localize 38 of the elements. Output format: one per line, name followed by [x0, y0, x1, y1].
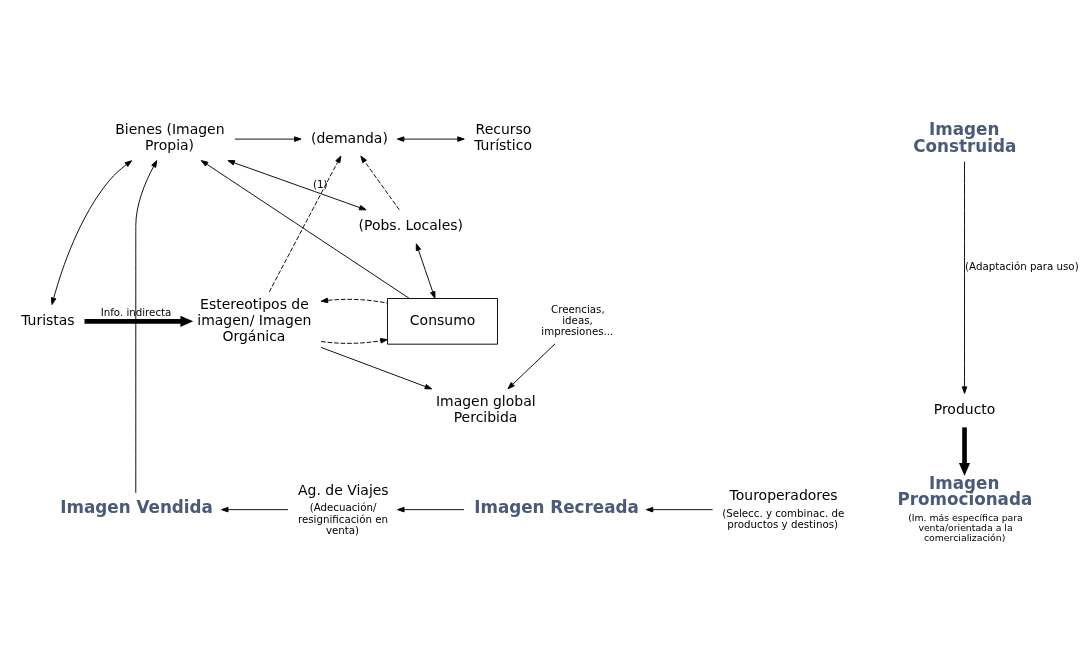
arrow: [200, 160, 410, 299]
node-text: Recurso Turístico: [474, 121, 532, 154]
node-text: Imagen global Percibida: [435, 392, 536, 425]
arrow: [135, 160, 158, 494]
arrow: [320, 346, 433, 390]
arrow: [645, 506, 714, 513]
node-text: (Pobs. Locales): [358, 217, 464, 234]
arrow: [360, 155, 400, 211]
arrow: [221, 506, 289, 513]
node-text: Ag. de Viajes (Adecuación/ resignificación en venta): [298, 481, 389, 536]
arrow: [268, 155, 342, 293]
node-text: Producto: [933, 401, 996, 418]
arrow: [320, 297, 388, 304]
node-text: (demanda): [311, 129, 388, 146]
node-text: Imagen Recreada: [474, 496, 639, 517]
node-text: Estereotipos de imagen/ Imagen Orgánica: [197, 296, 312, 344]
node-text: Imagen Vendida: [60, 496, 213, 517]
node-text: Bienes (Imagen Propia): [115, 121, 225, 154]
node-text: Touroperadores (Selecc. y combinac. de productos y destinos): [722, 487, 845, 531]
edge-label: (Adaptación para uso): [965, 260, 1079, 273]
edge-label: (1): [313, 178, 328, 191]
arrow: [507, 343, 556, 390]
arrow: [958, 427, 971, 476]
arrow: [397, 506, 465, 513]
arrow: [415, 243, 436, 299]
arrow: [320, 338, 388, 344]
node-box: Consumo: [387, 298, 498, 345]
arrow: [234, 136, 302, 142]
arrow: [396, 136, 465, 142]
arrow: [961, 161, 968, 394]
node-text: Turistas: [21, 312, 75, 329]
node-text: Creencias, ideas, impresiones...: [541, 302, 614, 338]
node-text: Imagen Construida: [913, 118, 1017, 156]
arrow: [50, 160, 133, 305]
node-label: (Im. más específica para venta/orientada a la comercialización): [908, 511, 1023, 544]
arrow: [227, 160, 367, 211]
node-text: Imagen Promocionada: [897, 472, 1033, 510]
arrow: [84, 315, 194, 327]
